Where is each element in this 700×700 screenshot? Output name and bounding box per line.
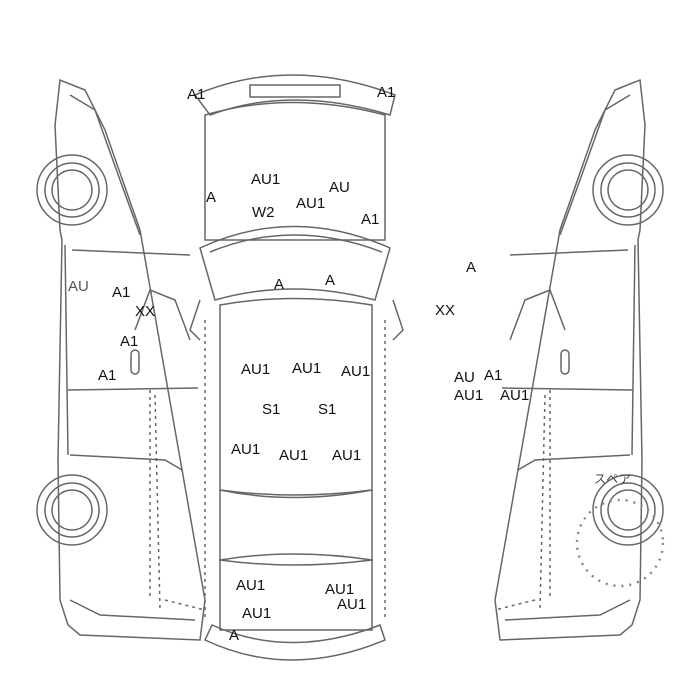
right-front-wheel [592,154,664,226]
mark-windshield-a-right: A [325,272,336,289]
mark-roof-au1-6: AU1 [332,447,362,464]
mark-left-au: AU [68,278,89,295]
mark-hood-w2: W2 [252,204,275,221]
mark-right-au1-right: AU1 [500,387,530,404]
mark-front-lip-left: A1 [187,86,206,103]
mark-hood-au1-mid: AU1 [296,195,326,212]
mark-roof-s1-right: S1 [318,401,337,418]
mark-roof-s1-left: S1 [262,401,281,418]
right-side-view [494,78,646,641]
mark-hood-au: AU [329,179,350,196]
mark-left-a1-mid: A1 [120,333,139,350]
mark-hood-a: A [206,189,217,206]
spare-tire-label: スペア [594,472,633,486]
mark-roof-au1-4: AU1 [231,441,261,458]
left-side-view [54,78,206,641]
mark-windshield-a-left: A [274,276,285,293]
mark-roof-au1-5: AU1 [279,447,309,464]
mark-trunk-au1-1: AU1 [236,577,266,594]
mark-front-lip-right: A1 [377,84,396,101]
mark-right-xx: XX [435,302,456,319]
mark-right-au1-left: AU1 [454,387,484,404]
spare-tire-outline [575,498,665,588]
mark-hood-a1: A1 [361,211,380,228]
mark-left-xx: XX [135,303,156,320]
mark-trunk-au1-2: AU1 [325,581,355,598]
mark-roof-au1-2: AU1 [292,360,322,377]
mark-left-a1-low: A1 [98,367,117,384]
mark-roof-au1-3: AU1 [341,363,371,380]
mark-roof-au1-1: AU1 [241,361,271,378]
mark-trunk-au1-4: AU1 [337,596,367,613]
mark-left-a1-top: A1 [112,284,131,301]
mark-right-a1: A1 [484,367,503,384]
mark-trunk-au1-3: AU1 [242,605,272,622]
mark-rear-a: A [229,627,240,644]
mark-hood-au1-top: AU1 [251,171,281,188]
mark-right-a: A [466,259,477,276]
left-rear-wheel [36,474,108,546]
top-view-body [189,74,404,661]
mark-right-au: AU [454,369,475,386]
left-front-wheel [36,154,108,226]
